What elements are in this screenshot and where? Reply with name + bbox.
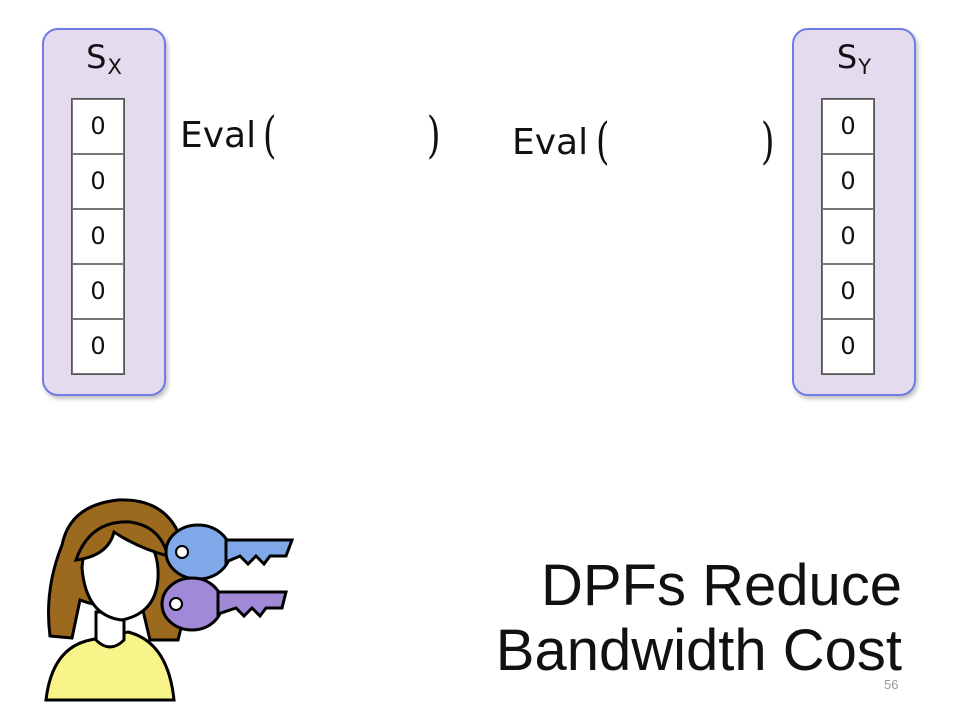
- key-purple-icon: [160, 576, 288, 632]
- key-blue-icon: [164, 523, 295, 581]
- neck: [94, 610, 126, 649]
- eval-label-1: Eval: [180, 115, 257, 156]
- server-y-cell: 0: [822, 99, 874, 154]
- shirt: [44, 630, 176, 702]
- server-y: SY 0 0 0 0 0: [792, 28, 916, 396]
- slide-number: 56: [884, 677, 899, 692]
- server-x: SX 0 0 0 0 0: [42, 28, 166, 396]
- server-x-cell: 0: [72, 264, 124, 319]
- eval-close-paren-1: ): [426, 106, 441, 164]
- server-y-cell: 0: [822, 264, 874, 319]
- slide-title-line2: Bandwidth Cost: [495, 618, 902, 683]
- eval-open-paren-2: (: [595, 112, 610, 170]
- eval-open-paren-1: (: [262, 106, 277, 164]
- eval-label-2: Eval: [512, 122, 589, 163]
- server-x-letter: S: [86, 38, 107, 76]
- server-y-cell: 0: [822, 319, 874, 374]
- eval-close-paren-2: ): [760, 112, 775, 170]
- server-x-cell: 0: [72, 154, 124, 209]
- server-y-cell: 0: [822, 154, 874, 209]
- server-x-cells: 0 0 0 0 0: [71, 98, 125, 375]
- slide-title-line1: DPFs Reduce: [540, 553, 902, 618]
- server-x-cell: 0: [72, 99, 124, 154]
- server-x-cell: 0: [72, 209, 124, 264]
- server-y-subscript: Y: [858, 55, 872, 79]
- slide-title: DPFs Reduce Bandwidth Cost: [496, 553, 902, 683]
- server-x-cell: 0: [72, 319, 124, 374]
- server-x-label: SX: [44, 38, 164, 79]
- server-x-subscript: X: [107, 55, 122, 79]
- server-y-cell: 0: [822, 209, 874, 264]
- server-y-cells: 0 0 0 0 0: [821, 98, 875, 375]
- server-y-label: SY: [794, 38, 914, 79]
- server-y-letter: S: [836, 38, 858, 76]
